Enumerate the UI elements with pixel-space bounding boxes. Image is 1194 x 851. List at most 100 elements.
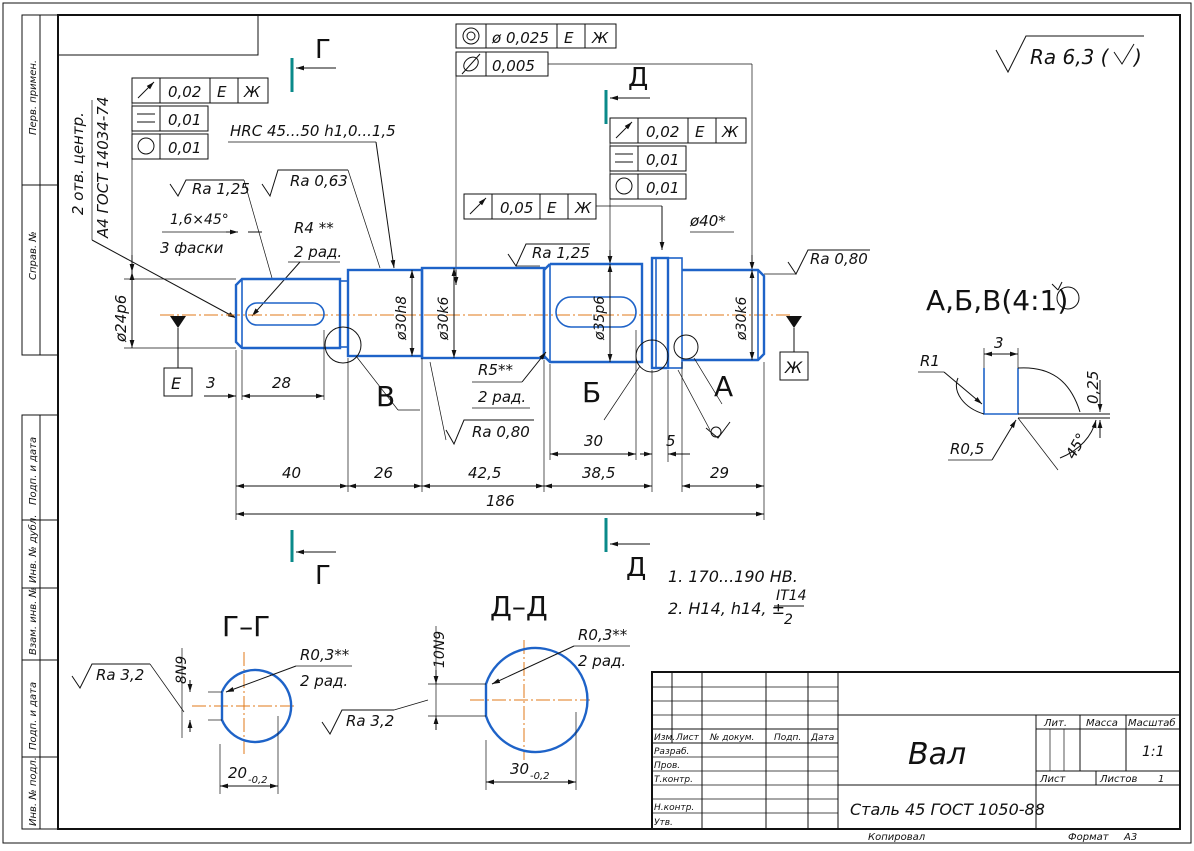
svg-text:40: 40 [282,464,301,482]
svg-text:45°: 45° [1062,430,1091,462]
shaft-collar-d40 [650,256,670,370]
svg-text:R0,3**: R0,3** [300,646,350,664]
svg-text:Е: Е [547,199,557,217]
svg-text:Г: Г [315,35,331,65]
part-name: Вал [908,737,966,772]
svg-text:№ докум.: № докум. [709,733,754,743]
svg-text:0,25: 0,25 [1084,371,1102,404]
svg-text:Ra 1,25: Ra 1,25 [532,244,590,262]
svg-text:0,02: 0,02 [168,83,201,101]
section-marker-d-bottom: Д [604,518,650,583]
svg-text:8N9: 8N9 [174,656,190,684]
stamp-podp-1: Подп. и дата [28,437,39,505]
svg-text:ø30k6: ø30k6 [436,297,452,341]
svg-text:26: 26 [374,464,393,482]
svg-text:-0,2: -0,2 [248,775,268,786]
svg-text:Н.контр.: Н.контр. [654,803,694,813]
svg-text:Лист: Лист [675,733,700,743]
svg-text:Д: Д [626,553,646,583]
svg-text:IT14: IT14 [776,588,807,604]
svg-text:2 рад.: 2 рад. [300,672,348,690]
detail-circle-a [673,334,699,360]
svg-text:Ж: Ж [784,358,803,377]
svg-text:Дата: Дата [810,733,834,743]
svg-text:2. H14, h14, ±: 2. H14, h14, ± [668,599,785,618]
keyway-left [245,302,325,326]
svg-text:2 отв. центр.: 2 отв. центр. [69,112,87,215]
svg-text:Д: Д [628,63,648,93]
stamp-sprav: Справ. № [28,231,39,280]
svg-text:0,01: 0,01 [168,111,201,129]
svg-text:R4 **: R4 ** [294,219,334,237]
datum-e: Е [163,316,193,397]
diameter-dimensions: ø24p6 ø30h8 ø30k6 ø35p6 ø30k6 [112,264,755,362]
svg-text:10N9: 10N9 [432,631,448,668]
svg-text:0,01: 0,01 [646,151,679,169]
svg-text:Ra 3,2: Ra 3,2 [346,712,394,730]
svg-text:R0,5: R0,5 [950,440,984,458]
svg-text:Ra 0,80: Ra 0,80 [472,423,530,441]
svg-text:Ж: Ж [721,123,739,141]
svg-text:0,05: 0,05 [500,199,533,217]
view-label-a: А [714,370,733,403]
svg-text:5: 5 [666,432,676,450]
svg-text:3 фаски: 3 фаски [160,239,224,257]
svg-text:Е: Е [217,83,227,101]
svg-text:0,01: 0,01 [168,139,201,157]
svg-text:0,005: 0,005 [492,57,535,75]
svg-text:Т.контр.: Т.контр. [654,775,693,785]
svg-text:20: 20 [228,764,247,782]
material: Сталь 45 ГОСТ 1050-88 [850,800,1045,819]
stamp-perv: Перв. примен. [28,60,39,135]
svg-text:Д–Д: Д–Д [490,590,548,623]
fcf-top: ø 0,025 Е Ж 0,005 [453,23,755,285]
svg-text:Ж: Ж [243,83,261,101]
shaft-section-d30k6-right [682,268,766,362]
fcf-mid: 0,05 Е Ж [463,193,665,250]
stamp-vzam: Взам. инв. № [28,587,39,655]
shaft-section-d30h8 [346,268,424,358]
svg-text:Подп.: Подп. [774,733,801,743]
svg-text:R0,3**: R0,3** [578,626,628,644]
corner-stamp [57,14,259,56]
svg-text:38,5: 38,5 [582,464,615,482]
view-label-v: В [376,380,395,413]
svg-text:Пров.: Пров. [654,761,680,771]
section-gg: Г–Г 8N9 Ra 3,2 R0,3** 2 рад. 20 -0,2 [71,610,352,794]
svg-text:Ra 6,3 (: Ra 6,3 ( [1030,45,1110,69]
svg-text:3: 3 [994,334,1004,352]
svg-text:Ra 3,2: Ra 3,2 [96,666,144,684]
svg-text:Е: Е [564,29,574,47]
svg-text:R1: R1 [920,352,940,370]
svg-text:Г–Г: Г–Г [222,610,270,643]
svg-text:Утв.: Утв. [654,818,673,828]
svg-text:3: 3 [206,374,216,392]
svg-text:Е: Е [171,374,182,393]
svg-text:А4 ГОСТ 14034-74: А4 ГОСТ 14034-74 [94,97,112,239]
svg-text:Листов: Листов [1099,774,1137,785]
svg-text:Масса: Масса [1086,718,1118,729]
svg-text:1. 170...190 HB.: 1. 170...190 HB. [668,567,798,586]
stamp-inv-dubl: Инв. № дубл. [27,515,39,583]
title-block: Изм. Лист № докум. Подп. Дата Разраб. Пр… [651,671,1181,843]
stamp-podp-2: Подп. и дата [28,682,39,750]
side-stamp-column: Перв. примен. Справ. № Подп. и дата Инв.… [21,14,59,830]
svg-text:30: 30 [584,432,603,450]
svg-text:2 рад.: 2 рад. [294,243,342,261]
svg-text:2 рад.: 2 рад. [478,388,526,406]
section-marker-g-bottom: Г [290,530,336,591]
stamp-inv-podl: Инв. № подл. [28,757,39,826]
svg-text:Ra 0,63: Ra 0,63 [290,172,348,190]
detail-view: А,Б,В(4:1) 3 R1 R0,5 0,25 45° [918,281,1110,471]
general-roughness: Ra 6,3 ( ) [995,35,1144,74]
svg-text:ø35p6: ø35p6 [592,296,608,341]
technical-notes: 1. 170...190 HB. 2. H14, h14, ± IT14 2 [668,567,807,628]
svg-text:ø 0,025: ø 0,025 [491,29,549,47]
svg-text:ø30k6: ø30k6 [734,297,750,341]
upper-annotations: HRC 45...50 h1,0...1,5 Ra 1,25 Ra 0,63 1… [160,122,870,317]
svg-text:ø40*: ø40* [689,212,726,230]
svg-text:1: 1 [1158,774,1164,785]
